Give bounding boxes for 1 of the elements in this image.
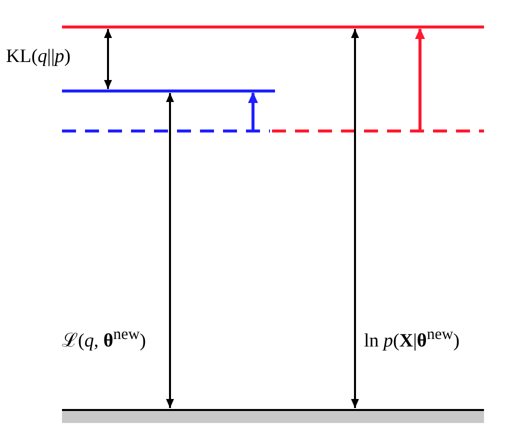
quantity-label: KL(q||p) bbox=[6, 46, 71, 68]
